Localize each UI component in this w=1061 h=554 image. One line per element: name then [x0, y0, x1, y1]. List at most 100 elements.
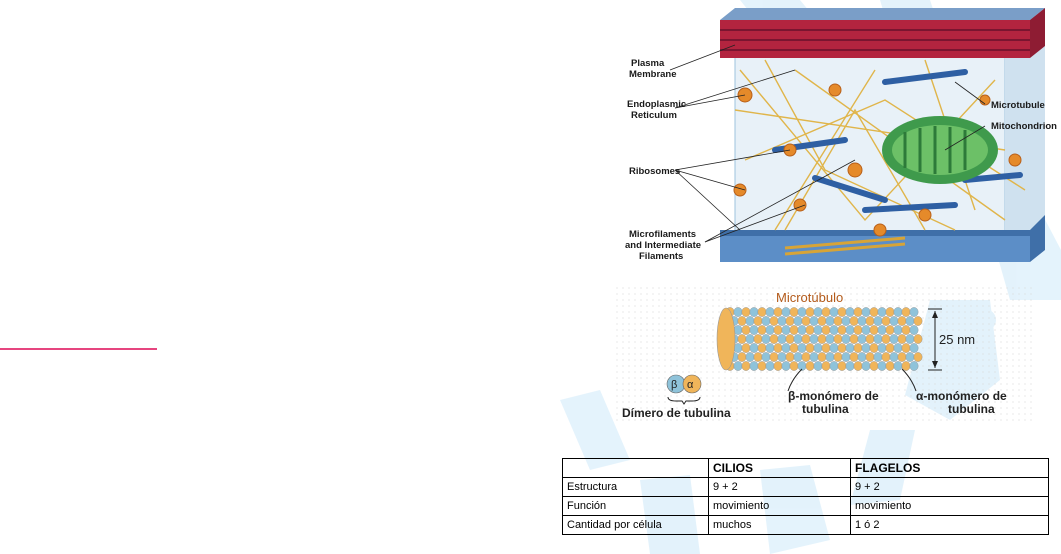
beta-monomer-label-2: tubulina — [802, 402, 849, 416]
tubulin-subunit — [785, 334, 795, 344]
tubulin-subunit — [873, 316, 883, 326]
tubulin-subunit — [861, 307, 871, 317]
tubulin-subunit — [865, 334, 875, 344]
label-and-intermediate: and Intermediate — [625, 240, 701, 251]
tubulin-subunit — [873, 352, 883, 362]
tubulin-subunit — [861, 361, 871, 371]
tubulin-subunit — [849, 316, 859, 326]
tubulin-subunit — [761, 334, 771, 344]
tubulin-subunit — [765, 343, 775, 353]
tubulin-subunit — [889, 352, 899, 362]
tubulin-subunit — [749, 361, 759, 371]
tubulin-subunit — [813, 325, 823, 335]
tubulin-subunit — [749, 307, 759, 317]
label-mitochondrion: Mitochondrion — [991, 121, 1057, 132]
tubulin-subunit — [809, 334, 819, 344]
tubulin-subunit — [857, 334, 867, 344]
tubulin-subunit — [805, 307, 815, 317]
tubulin-subunit — [829, 325, 839, 335]
tubulin-subunit — [897, 334, 907, 344]
tubulin-subunit — [857, 352, 867, 362]
tubulin-subunit — [845, 307, 855, 317]
tubulin-subunit — [809, 352, 819, 362]
tubulin-subunit — [849, 334, 859, 344]
tubulin-subunit — [793, 352, 803, 362]
tubulin-subunit — [901, 325, 911, 335]
tubulin-subunit — [745, 334, 755, 344]
tubulin-subunit — [905, 352, 915, 362]
tubulin-subunit — [741, 343, 751, 353]
tubulin-subunit — [893, 343, 903, 353]
tubulin-subunit — [769, 352, 779, 362]
tubulin-subunit — [757, 343, 767, 353]
table-row: Función movimiento movimiento — [562, 496, 1049, 516]
table-cell: Estructura — [562, 477, 709, 497]
tubulin-subunit — [869, 307, 879, 317]
tubulin-subunit — [909, 307, 919, 317]
tubulin-subunit — [769, 316, 779, 326]
tubulin-subunit — [877, 361, 887, 371]
tubulin-subunit — [837, 307, 847, 317]
tubulin-subunit — [901, 343, 911, 353]
tubulin-subunit — [741, 361, 751, 371]
table-header-cell: FLAGELOS — [850, 458, 1049, 478]
tubulin-subunit — [869, 325, 879, 335]
table-row: Estructura 9 + 2 9 + 2 — [562, 477, 1049, 497]
tubulin-subunit — [845, 343, 855, 353]
tubulin-subunit — [829, 307, 839, 317]
table-cell: 9 + 2 — [850, 477, 1049, 497]
tubulin-subunit — [913, 316, 923, 326]
tubulin-subunit — [753, 352, 763, 362]
tubulin-subunit — [745, 316, 755, 326]
tubulin-lattice — [725, 307, 923, 371]
table-cell: 9 + 2 — [708, 477, 851, 497]
tubulin-subunit — [893, 361, 903, 371]
tubulin-subunit — [749, 325, 759, 335]
tubulin-subunit — [913, 352, 923, 362]
tubulin-subunit — [797, 343, 807, 353]
tubulin-subunit — [877, 325, 887, 335]
tubulin-subunit — [841, 334, 851, 344]
tubulin-subunit — [837, 325, 847, 335]
tubulin-subunit — [893, 325, 903, 335]
tubulin-subunit — [813, 307, 823, 317]
tubulin-subunit — [745, 352, 755, 362]
tubulin-subunit — [881, 352, 891, 362]
tubulin-subunit — [909, 343, 919, 353]
table-cell: Función — [562, 496, 709, 516]
tubulin-subunit — [741, 325, 751, 335]
tubulin-subunit — [881, 316, 891, 326]
tubulin-subunit — [833, 316, 843, 326]
tubulin-subunit — [837, 361, 847, 371]
tubulin-subunit — [805, 361, 815, 371]
tubulin-subunit — [821, 307, 831, 317]
tubulin-subunit — [897, 352, 907, 362]
tubulin-subunit — [793, 334, 803, 344]
tubulin-subunit — [849, 352, 859, 362]
tubulin-subunit — [861, 325, 871, 335]
tubulin-subunit — [893, 307, 903, 317]
tubulin-subunit — [905, 334, 915, 344]
microtubule-title: Microtúbulo — [776, 290, 843, 305]
tubulin-subunit — [889, 334, 899, 344]
dimer-beta-symbol: β — [671, 379, 677, 391]
tubulin-subunit — [765, 307, 775, 317]
tubulin-subunit — [749, 343, 759, 353]
label-filaments: Filaments — [639, 251, 683, 262]
tubulin-subunit — [881, 334, 891, 344]
tubulin-subunit — [777, 352, 787, 362]
tubulin-subunit — [761, 316, 771, 326]
tubulin-subunit — [905, 316, 915, 326]
tubulin-subunit — [809, 316, 819, 326]
tubulin-subunit — [913, 334, 923, 344]
label-ribosomes: Ribosomes — [629, 166, 680, 177]
tubulin-subunit — [777, 334, 787, 344]
dimer-label: Dímero de tubulina — [622, 406, 731, 420]
tubulin-subunit — [733, 361, 743, 371]
tubulin-subunit — [801, 316, 811, 326]
tubulin-subunit — [869, 361, 879, 371]
tubulin-subunit — [773, 361, 783, 371]
tubulin-subunit — [813, 361, 823, 371]
table-header-cell — [562, 458, 709, 478]
tubulin-subunit — [825, 316, 835, 326]
